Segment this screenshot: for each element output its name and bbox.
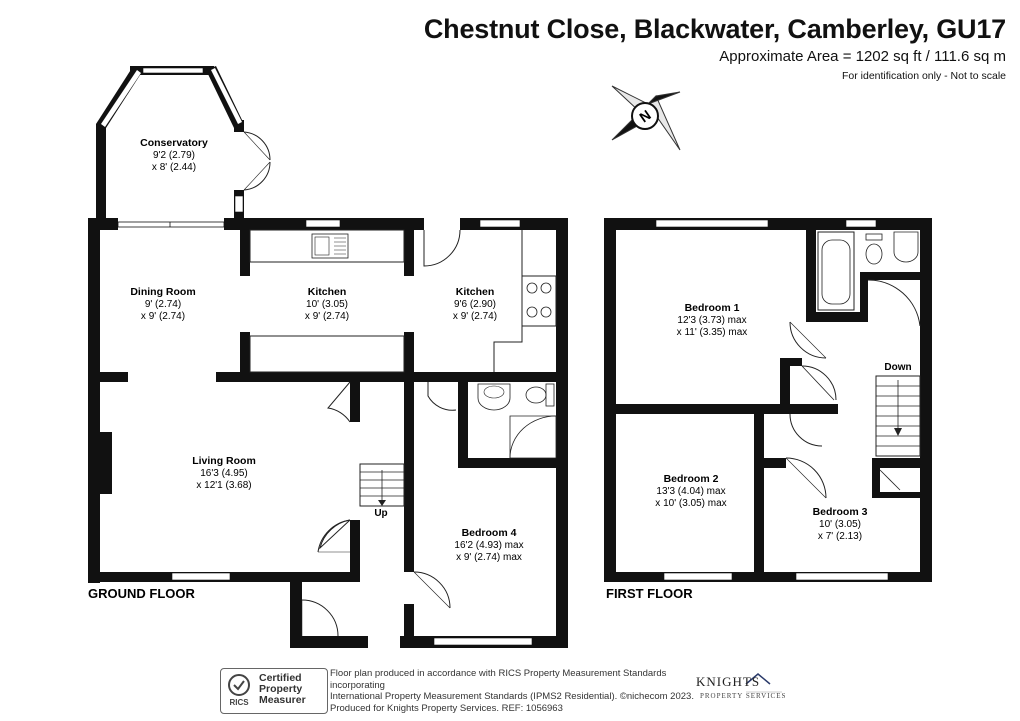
svg-text:Bedroom 4: Bedroom 4 xyxy=(462,527,517,539)
first-floor-plan xyxy=(604,218,932,582)
svg-text:x 12'1 (3.68): x 12'1 (3.68) xyxy=(196,480,251,491)
svg-text:16'3 (4.95): 16'3 (4.95) xyxy=(200,468,248,479)
approximate-area: Approximate Area = 1202 sq ft / 111.6 sq… xyxy=(719,48,1006,65)
svg-text:x 9' (2.74): x 9' (2.74) xyxy=(141,311,185,322)
ground-floor-label: GROUND FLOOR xyxy=(88,586,195,601)
svg-text:9'2 (2.79): 9'2 (2.79) xyxy=(153,150,195,161)
svg-text:x 9' (2.74) max: x 9' (2.74) max xyxy=(456,552,522,563)
footer: RICS Certified Property Measurer Floor p… xyxy=(0,662,1020,721)
svg-text:x 10' (3.05) max: x 10' (3.05) max xyxy=(655,498,726,509)
svg-text:Kitchen: Kitchen xyxy=(308,286,347,298)
svg-text:13'3 (4.04) max: 13'3 (4.04) max xyxy=(656,486,725,497)
house-icon xyxy=(745,673,782,693)
svg-text:Bedroom 1: Bedroom 1 xyxy=(685,302,740,314)
room-label-kitchen-1: Kitchen 10' (3.05) x 9' (2.74) xyxy=(305,286,349,322)
room-label-conservatory: Conservatory 9'2 (2.79) x 8' (2.44) xyxy=(140,137,208,173)
svg-text:Living Room: Living Room xyxy=(192,455,256,467)
svg-text:x 9' (2.74): x 9' (2.74) xyxy=(305,311,349,322)
svg-text:x 8' (2.44): x 8' (2.44) xyxy=(152,162,196,173)
svg-text:Bedroom 2: Bedroom 2 xyxy=(664,473,719,485)
rics-logo-icon: RICS xyxy=(228,674,250,707)
svg-text:9' (2.74): 9' (2.74) xyxy=(145,299,181,310)
room-label-bedroom-4: Bedroom 4 16'2 (4.93) max x 9' (2.74) ma… xyxy=(454,527,523,563)
rics-logo-text: RICS xyxy=(229,698,249,707)
room-label-bedroom-1: Bedroom 1 12'3 (3.73) max x 11' (3.35) m… xyxy=(677,302,748,338)
svg-text:Bedroom 3: Bedroom 3 xyxy=(813,506,868,518)
svg-text:12'3 (3.73) max: 12'3 (3.73) max xyxy=(677,315,746,326)
compass-icon: N xyxy=(611,85,681,151)
room-label-living-room: Living Room 16'3 (4.95) x 12'1 (3.68) xyxy=(192,455,256,491)
svg-text:10' (3.05): 10' (3.05) xyxy=(819,519,861,530)
stair-down-label: Down xyxy=(884,362,911,373)
room-label-dining-room: Dining Room 9' (2.74) x 9' (2.74) xyxy=(130,286,195,322)
stairs-up xyxy=(359,463,405,507)
svg-text:x 7' (2.13): x 7' (2.13) xyxy=(818,531,862,542)
page-title: Chestnut Close, Blackwater, Camberley, G… xyxy=(423,14,1006,44)
stairs-down xyxy=(875,375,921,491)
svg-text:Conservatory: Conservatory xyxy=(140,137,208,149)
agent-subtitle: PROPERTY SERVICES xyxy=(700,692,787,700)
agent-name: KNIGHTS xyxy=(696,674,761,689)
rics-certified-text: Certified Property Measurer xyxy=(259,672,306,706)
svg-text:x 11' (3.35) max: x 11' (3.35) max xyxy=(677,327,748,338)
svg-text:10' (3.05): 10' (3.05) xyxy=(306,299,348,310)
svg-text:16'2 (4.93) max: 16'2 (4.93) max xyxy=(454,540,523,551)
svg-text:Kitchen: Kitchen xyxy=(456,286,495,298)
disclaimer-text: Floor plan produced in accordance with R… xyxy=(330,668,694,714)
room-label-bedroom-3: Bedroom 3 10' (3.05) x 7' (2.13) xyxy=(813,506,868,542)
svg-text:Dining Room: Dining Room xyxy=(130,286,195,298)
svg-text:x 9' (2.74): x 9' (2.74) xyxy=(453,311,497,322)
room-label-bedroom-2: Bedroom 2 13'3 (4.04) max x 10' (3.05) m… xyxy=(655,473,726,509)
stair-up-label: Up xyxy=(374,508,387,519)
floor-plan: N xyxy=(88,66,932,648)
svg-text:9'6 (2.90): 9'6 (2.90) xyxy=(454,299,496,310)
ground-floor-plan xyxy=(88,66,568,648)
first-floor-label: FIRST FLOOR xyxy=(606,586,693,601)
agent-logo: KNIGHTS PROPERTY SERVICES xyxy=(696,670,788,710)
room-label-kitchen-2: Kitchen 9'6 (2.90) x 9' (2.74) xyxy=(453,286,497,322)
scale-note: For identification only - Not to scale xyxy=(842,70,1006,82)
rics-badge: RICS Certified Property Measurer xyxy=(220,668,328,714)
